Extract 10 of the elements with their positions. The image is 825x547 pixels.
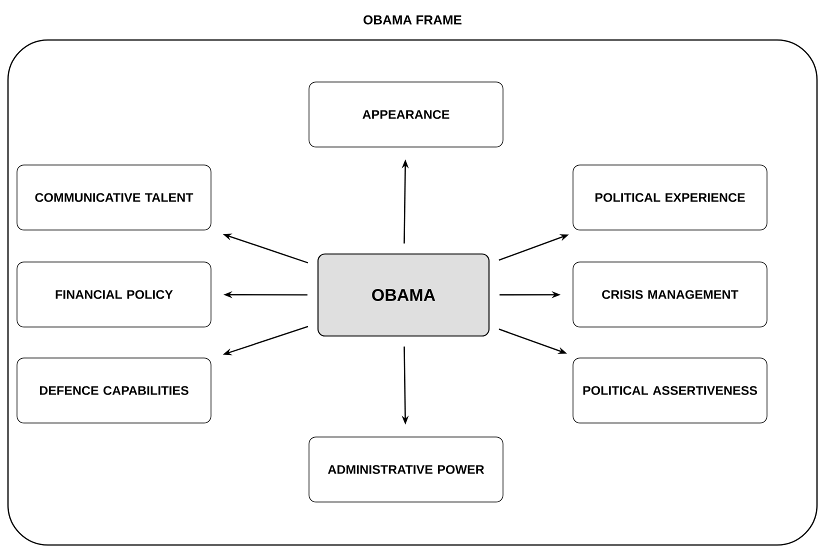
topic-box: ADMINISTRATIVE POWER [308,436,504,502]
topic-box: APPEARANCE [308,82,504,148]
topic-box: POLITICAL EXPERIENCE [572,164,768,230]
node-label: OBAMA FRAME [364,15,462,24]
topic-box: DEFENCE CAPABILITIES [16,358,212,424]
topic-box: FINANCIAL POLICY [16,262,212,328]
topic-box: POLITICAL ASSERTIVENESS [572,358,768,424]
center-box: OBAMA [317,253,490,337]
topic-box: CRISIS MANAGEMENT [572,262,768,328]
topic-box: COMMUNICATIVE TALENT [16,164,212,230]
